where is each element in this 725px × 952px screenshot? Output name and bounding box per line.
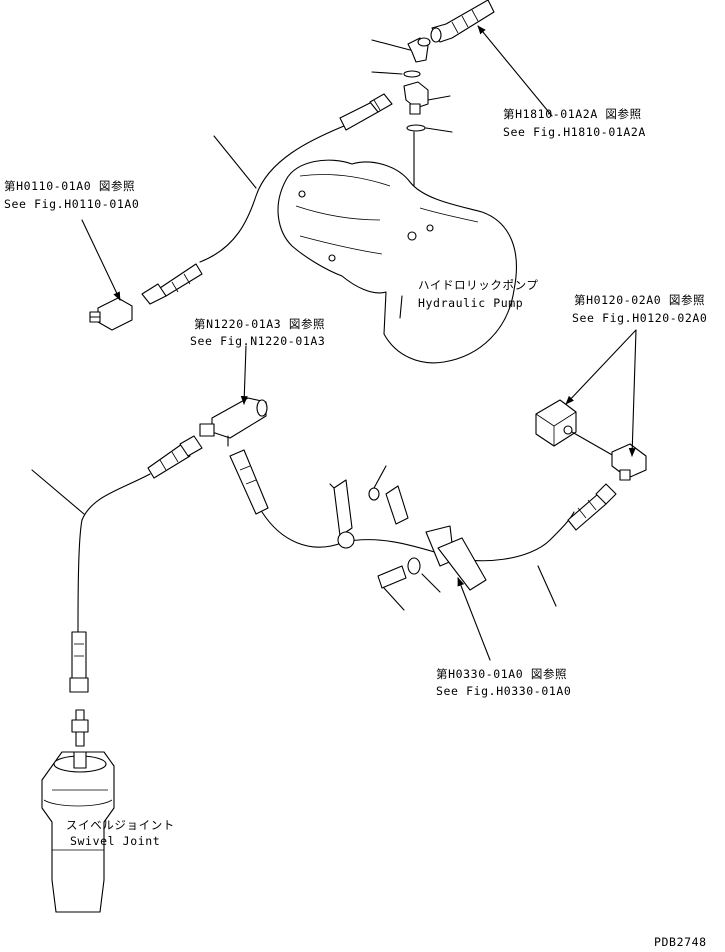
pump-label-en: Hydraulic Pump bbox=[418, 296, 523, 310]
callout-n1220-jp: 第N1220-01A3 図参照 bbox=[194, 317, 325, 331]
callout-n1220-en: See Fig.N1220-01A3 bbox=[190, 334, 325, 348]
clamp-bracket bbox=[329, 479, 487, 591]
callout-h0330-jp: 第H0330-01A0 図参照 bbox=[436, 667, 567, 681]
leader-n1220 bbox=[240, 345, 248, 405]
hydraulic-pump bbox=[277, 159, 517, 364]
upper-hose bbox=[141, 93, 393, 305]
lower-hose bbox=[229, 449, 617, 607]
callout-h1810-en: See Fig.H1810-01A2A bbox=[503, 125, 646, 139]
swivel-label-en: Swivel Joint bbox=[70, 834, 160, 848]
leader-h0330 bbox=[457, 577, 491, 661]
callout-h0120-jp: 第H0120-02A0 図参照 bbox=[574, 293, 705, 307]
left-tee-fitting bbox=[89, 297, 133, 331]
swivel-joint bbox=[41, 751, 115, 913]
leader-h0110 bbox=[81, 219, 121, 301]
top-hose-fitting bbox=[430, 0, 495, 43]
top-connector bbox=[403, 81, 451, 115]
top-o-ring-2 bbox=[406, 124, 453, 133]
leader-pump bbox=[399, 295, 403, 319]
swivel-label-jp: スイベルジョイント bbox=[66, 818, 175, 832]
callout-h1810-jp: 第H1810-01A2A 図参照 bbox=[503, 107, 642, 121]
callout-h0110-en: See Fig.H0110-01A0 bbox=[4, 197, 139, 211]
lower-left-hose bbox=[31, 435, 203, 693]
callout-h0110-jp: 第H0110-01A0 図参照 bbox=[4, 179, 135, 193]
right-tee-fitting bbox=[611, 443, 647, 481]
valve-block bbox=[535, 399, 615, 457]
leader-h0120-a bbox=[565, 329, 637, 405]
leader-h1810 bbox=[477, 25, 553, 117]
top-o-ring-1 bbox=[371, 70, 421, 78]
swivel-connector bbox=[71, 709, 89, 747]
drawing-number: PDB2748 bbox=[654, 935, 707, 949]
callout-h0120-en: See Fig.H0120-02A0 bbox=[572, 311, 707, 325]
callout-h0330-en: See Fig.H0330-01A0 bbox=[436, 684, 571, 698]
top-elbow-fitting bbox=[371, 37, 431, 63]
leader-h0120-b bbox=[628, 329, 637, 457]
middle-tee-fitting bbox=[199, 397, 268, 447]
lower-bolt bbox=[377, 557, 441, 611]
upper-bolt bbox=[368, 465, 409, 525]
pump-label-jp: ハイドロリックポンプ bbox=[418, 278, 538, 292]
